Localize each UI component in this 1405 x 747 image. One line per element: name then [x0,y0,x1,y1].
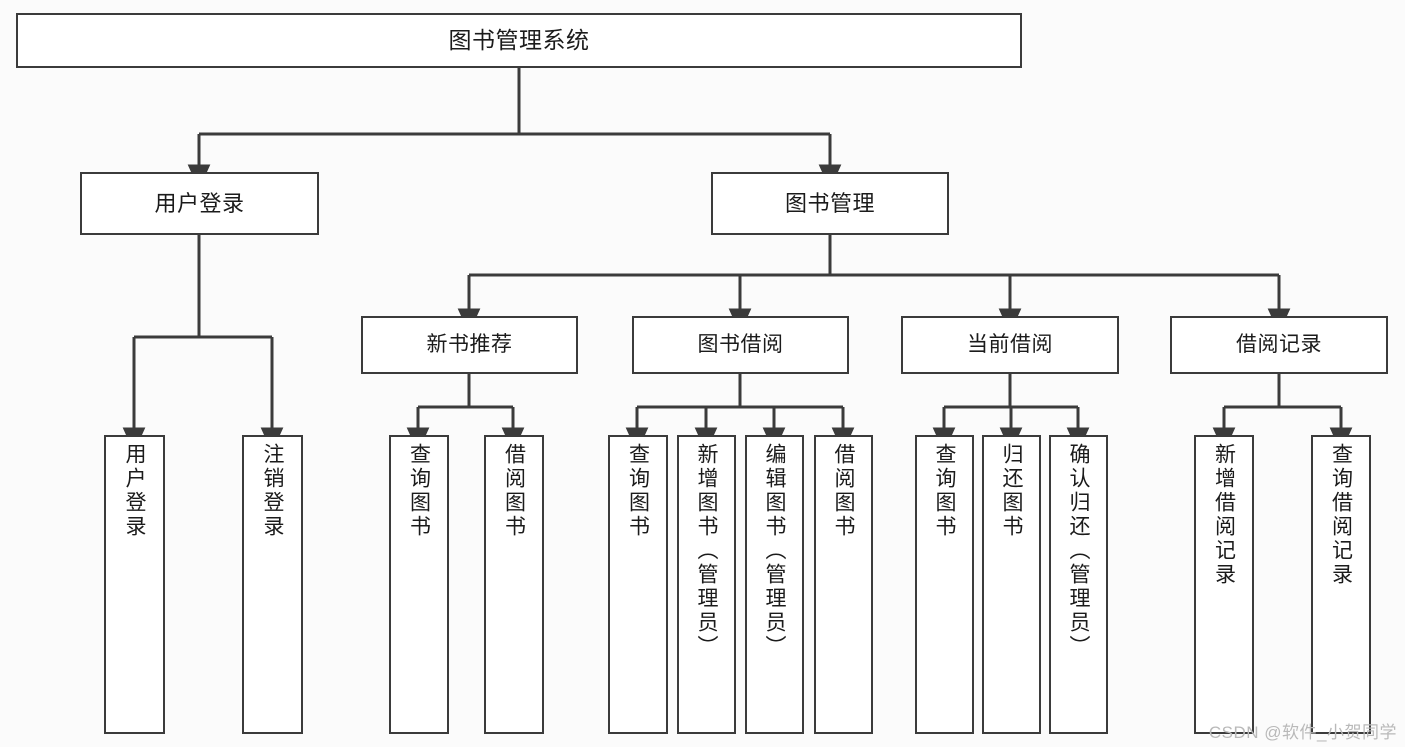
leaf-user-login-logout[interactable]: 注销登录 [242,435,303,734]
node-label: 用户登录 [154,190,245,216]
node-label: 归还图书 [1000,443,1023,539]
node-borrow-record[interactable]: 借阅记录 [1170,316,1388,374]
watermark: CSDN @软件_小贺同学 [1208,723,1397,742]
node-new-book-recommend[interactable]: 新书推荐 [361,316,578,374]
node-label: 注销登录 [261,443,284,539]
leaf-new-book-query-book[interactable]: 查询图书 [389,435,449,734]
leaf-book-borrow-query-book[interactable]: 查询图书 [608,435,668,734]
node-label: 当前借阅 [967,332,1053,356]
node-label: 新书推荐 [426,332,513,356]
node-book-borrow[interactable]: 图书借阅 [632,316,849,374]
node-label: 用户登录 [123,443,146,539]
leaf-user-login-login[interactable]: 用户登录 [104,435,165,734]
node-label: 新增借阅记录 [1212,443,1236,587]
node-label: 查询图书 [933,443,956,539]
leaf-current-borrow-query-book[interactable]: 查询图书 [915,435,974,734]
node-label: 借阅图书 [502,443,526,539]
leaf-current-borrow-return-book[interactable]: 归还图书 [982,435,1041,734]
node-label: 查询图书 [626,443,650,539]
leaf-book-borrow-borrow-book[interactable]: 借阅图书 [814,435,873,734]
leaf-current-borrow-confirm-return-admin[interactable]: 确认归还（管理员） [1049,435,1108,734]
leaf-new-book-borrow-book[interactable]: 借阅图书 [484,435,544,734]
node-label: 查询图书 [407,443,431,539]
node-label: 图书借阅 [697,332,784,356]
node-label: 借阅图书 [832,443,855,539]
leaf-book-borrow-add-book-admin[interactable]: 新增图书（管理员） [677,435,736,734]
leaf-borrow-record-query-record[interactable]: 查询借阅记录 [1311,435,1371,734]
node-label: 新增图书（管理员） [695,443,718,659]
leaf-book-borrow-edit-book-admin[interactable]: 编辑图书（管理员） [745,435,804,734]
leaf-borrow-record-add-record[interactable]: 新增借阅记录 [1194,435,1254,734]
node-label: 编辑图书（管理员） [763,443,786,659]
node-label: 确认归还（管理员） [1067,443,1090,659]
node-current-borrow[interactable]: 当前借阅 [901,316,1119,374]
node-label: 图书管理 [784,190,875,216]
node-root-book-management-system[interactable]: 图书管理系统 [16,13,1022,68]
node-book-management[interactable]: 图书管理 [711,172,949,235]
node-label: 图书管理系统 [448,27,590,54]
node-label: 查询借阅记录 [1329,443,1353,587]
node-label: 借阅记录 [1236,332,1322,356]
node-user-login[interactable]: 用户登录 [80,172,319,235]
